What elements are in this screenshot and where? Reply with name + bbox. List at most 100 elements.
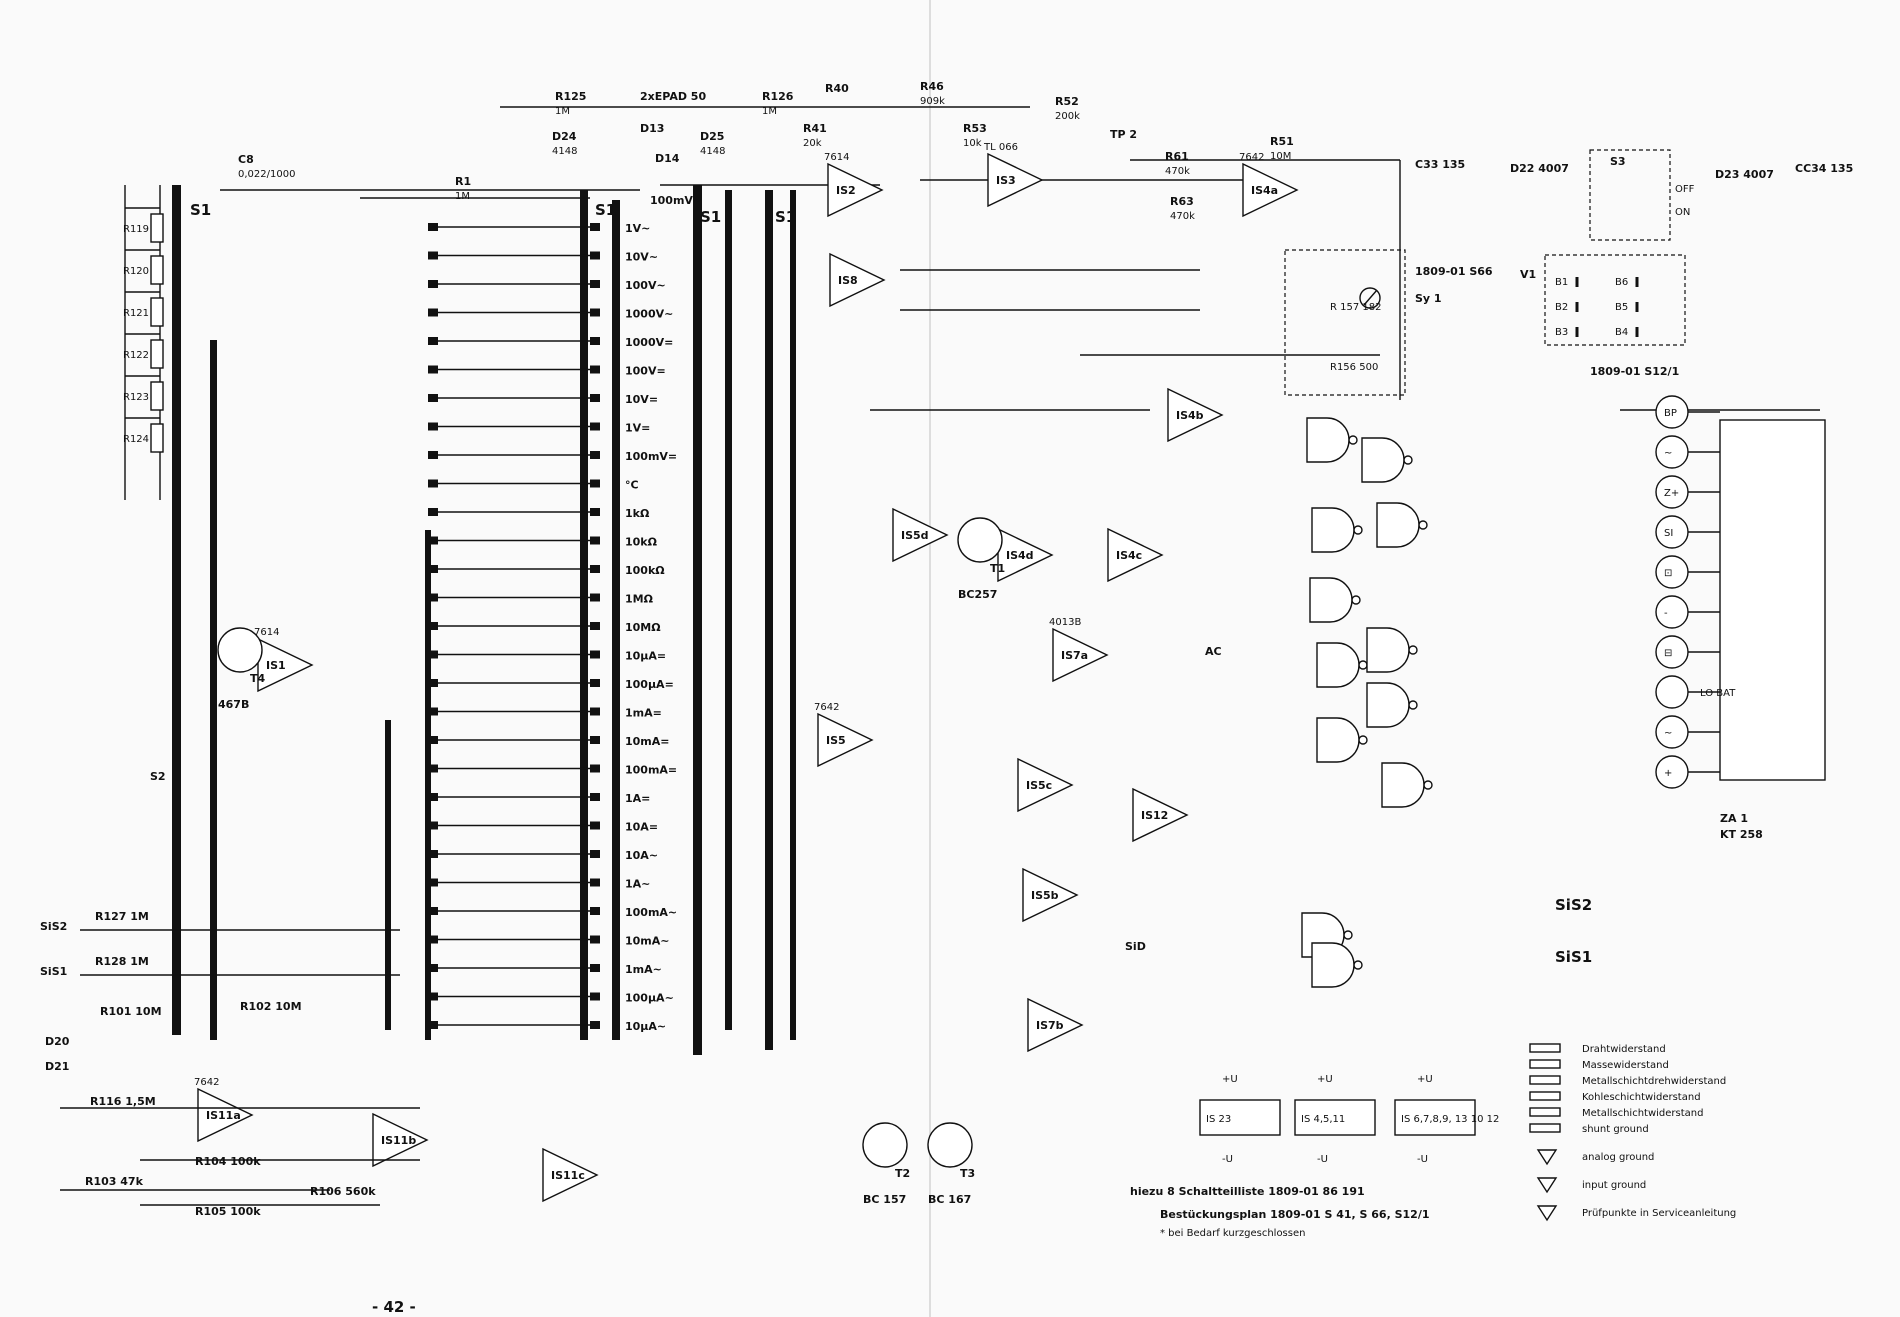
supply-box bbox=[1199, 1099, 1281, 1136]
supply-plus: +U bbox=[1222, 1074, 1238, 1085]
ic-is8-label: IS8 bbox=[838, 274, 858, 287]
ic-is5c-label: IS5c bbox=[1026, 779, 1052, 792]
resistor-body bbox=[150, 213, 164, 243]
ic-is4b-body bbox=[1167, 387, 1224, 443]
display-module bbox=[1719, 419, 1826, 781]
legend-swatch bbox=[1529, 1091, 1561, 1101]
display-pin-symbol: - bbox=[1664, 608, 1668, 619]
legend-item-l8: input ground bbox=[1582, 1180, 1646, 1191]
ic-is4a-body bbox=[1242, 162, 1299, 218]
component-r126: R126 bbox=[762, 90, 794, 103]
ic-is7a-type: 4013B bbox=[1049, 617, 1081, 628]
display-pin-symbol: ⊡ bbox=[1664, 568, 1672, 579]
transistor-t2-label: T2 bbox=[895, 1167, 910, 1180]
display-pin-circle bbox=[1655, 675, 1689, 709]
battery-cell-label: B1 bbox=[1555, 277, 1568, 288]
component-epad: 2xEPAD 50 bbox=[640, 90, 706, 103]
range-label: 10V= bbox=[625, 393, 658, 406]
supply-minus: -U bbox=[1317, 1154, 1328, 1165]
legend-item-l5: Metallschichtwiderstand bbox=[1582, 1108, 1703, 1119]
battery-cell-label: B5 bbox=[1615, 302, 1628, 313]
component-r125: R125 bbox=[555, 90, 586, 103]
sis2-output: SiS2 bbox=[1555, 896, 1592, 914]
battery-cell-label: B6 bbox=[1615, 277, 1628, 288]
r106-label: R106 560k bbox=[310, 1185, 376, 1198]
range-contact bbox=[590, 736, 600, 744]
ic-is5-label: IS5 bbox=[826, 734, 846, 747]
d21-label: D21 bbox=[45, 1060, 69, 1073]
ic-is4a-label: IS4a bbox=[1251, 184, 1278, 197]
nand-gate bbox=[1361, 437, 1405, 483]
nand-gate bbox=[1366, 627, 1410, 673]
module-sub-label: KT 258 bbox=[1720, 828, 1763, 841]
component-r53: R53 bbox=[963, 122, 987, 135]
transistor-t3-label: T3 bbox=[960, 1167, 975, 1180]
component-r52: R52 bbox=[1055, 95, 1079, 108]
component-d14: D14 bbox=[655, 152, 680, 165]
ic-is12-label: IS12 bbox=[1141, 809, 1168, 822]
range-label: 1A~ bbox=[625, 878, 650, 891]
nand-gate-bubble bbox=[1423, 780, 1433, 790]
ic-is5d-body bbox=[892, 507, 949, 563]
legend-item-l7: analog ground bbox=[1582, 1152, 1654, 1163]
display-pin-symbols: BP~Z+SI⊡-⊟LO BAT~+ bbox=[1655, 395, 1736, 789]
component-d13: D13 bbox=[640, 122, 664, 135]
range-contact bbox=[590, 764, 600, 773]
resistor-body bbox=[150, 423, 164, 453]
switch-s2-label: S2 bbox=[150, 770, 166, 783]
r101-label: R101 10M bbox=[100, 1005, 162, 1018]
bus-bar-2 bbox=[210, 340, 217, 1040]
nand-gate-bubble bbox=[1408, 645, 1418, 655]
component-r1-value: 1M bbox=[455, 191, 470, 202]
legend-item-l1: Drahtwiderstand bbox=[1582, 1044, 1666, 1055]
nand-gate-bubble bbox=[1348, 435, 1358, 445]
transistor-t3-type: BC 167 bbox=[928, 1193, 971, 1206]
ic-is7a-body bbox=[1052, 627, 1109, 683]
ic-is4b-label: IS4b bbox=[1176, 409, 1204, 422]
off-label: OFF bbox=[1675, 184, 1695, 195]
code-s12-label: 1809-01 S12/1 bbox=[1590, 365, 1679, 378]
left-resistor-label: R123 bbox=[123, 392, 149, 403]
legend-swatch bbox=[1529, 1107, 1561, 1117]
component-r41: R41 bbox=[803, 122, 827, 135]
transistor-t1-type: BC257 bbox=[958, 588, 997, 601]
nand-gate bbox=[1311, 507, 1355, 553]
r104-label: R104 100k bbox=[195, 1155, 261, 1168]
sis2-input: SiS2 bbox=[40, 920, 67, 933]
range-contact bbox=[590, 679, 600, 687]
range-contact bbox=[590, 422, 600, 431]
component-r63-value: 470k bbox=[1170, 211, 1195, 222]
range-label: 1A= bbox=[625, 792, 650, 805]
switch-s1d-label: S1 bbox=[775, 208, 796, 226]
sy1-label: Sy 1 bbox=[1415, 292, 1442, 305]
range-contact bbox=[590, 878, 600, 887]
range-contact bbox=[590, 821, 600, 830]
nand-gate-bubble bbox=[1353, 960, 1363, 970]
left-resistor-label: R124 bbox=[123, 434, 149, 445]
component-r126-value: 1M bbox=[762, 106, 777, 117]
component-r40: R40 bbox=[825, 82, 849, 95]
range-label: 1MΩ bbox=[625, 593, 654, 606]
ic-is5c-body bbox=[1017, 757, 1074, 813]
component-r52-value: 200k bbox=[1055, 111, 1080, 122]
nand-gate-bubble bbox=[1403, 455, 1413, 465]
display-pin-circle bbox=[1655, 595, 1689, 629]
battery-cell-label: B3 bbox=[1555, 327, 1568, 338]
range-label: 10mA= bbox=[625, 735, 670, 748]
ic-is8-body bbox=[829, 252, 886, 308]
resistor-body bbox=[150, 381, 164, 411]
display-pin-symbol: ~ bbox=[1664, 448, 1672, 459]
range-contact bbox=[590, 479, 600, 488]
ic-is5b-label: IS5b bbox=[1031, 889, 1059, 902]
nand-gate-bubble bbox=[1358, 735, 1368, 745]
legend-item-l2: Massewiderstand bbox=[1582, 1060, 1669, 1071]
range-contact bbox=[590, 935, 600, 944]
supply-minus: -U bbox=[1222, 1154, 1233, 1165]
range-contact bbox=[590, 964, 600, 972]
legend-swatch bbox=[1529, 1123, 1561, 1133]
legend-item-l9: Prüfpunkte in Serviceanleitung bbox=[1582, 1208, 1736, 1219]
range-label: 100mA= bbox=[625, 764, 677, 777]
component-d25-value: 4148 bbox=[700, 146, 725, 157]
ic-is4a-type: 7642 bbox=[1239, 152, 1264, 163]
